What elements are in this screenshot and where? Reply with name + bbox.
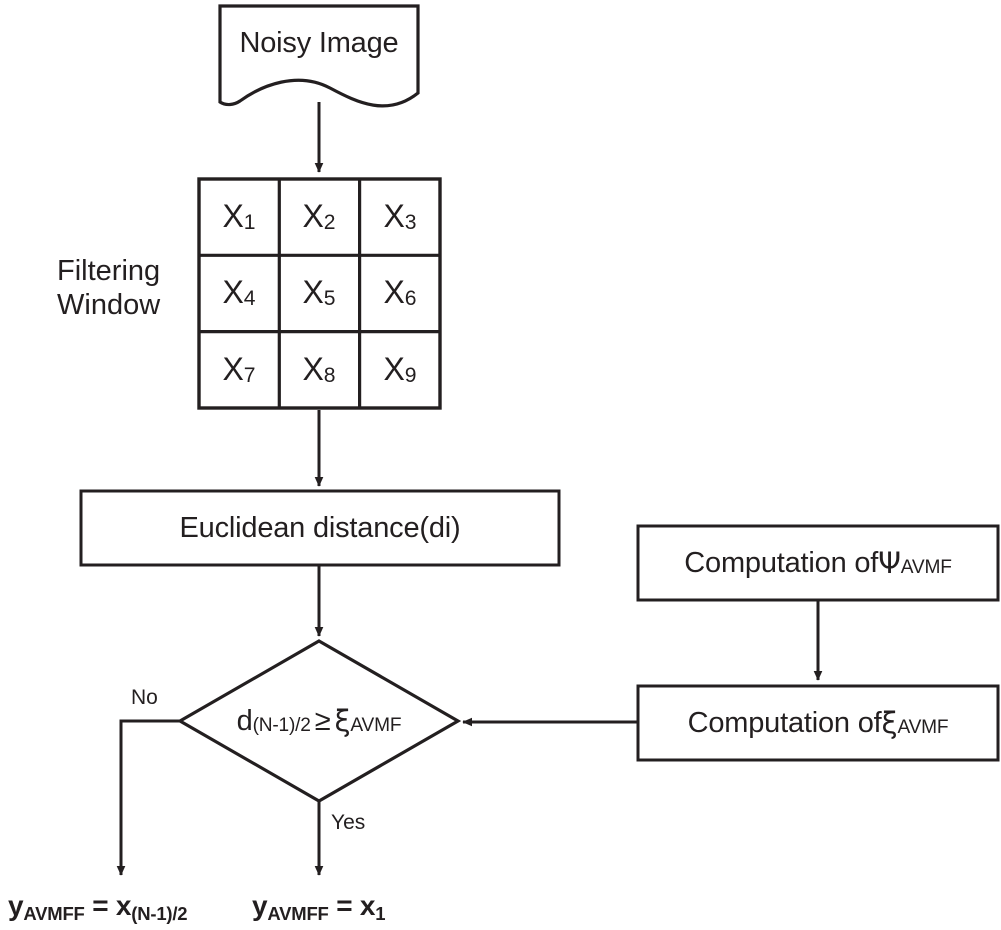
grid-cell-x1-sub: 1 xyxy=(243,210,256,234)
decision-operator: ≥ xyxy=(314,704,331,737)
grid-cell-x2-base: X xyxy=(302,198,324,235)
decision-rhs-sub: AVMF xyxy=(350,715,402,737)
output-no-x-sub: (N-1)/2 xyxy=(131,902,188,924)
grid-cell-x6-base: X xyxy=(383,274,405,311)
output-no-expression: yAVMFF = x(N-1)/2 xyxy=(8,890,188,924)
edge-decision-no xyxy=(116,719,180,876)
filtering-window-side-label: Filtering Window xyxy=(57,254,197,322)
xi-symbol: ξ xyxy=(881,705,898,740)
xi-symbol-sub: AVMF xyxy=(897,717,949,739)
grid-cell-x9-sub: 9 xyxy=(404,363,417,387)
grid-cell-x5-base: X xyxy=(302,274,324,311)
grid-cell-x3-base: X xyxy=(383,198,405,235)
filtering-window-label-line2: Window xyxy=(57,289,161,322)
output-yes-x-sub: 1 xyxy=(375,902,386,924)
grid-cell-x7-base: X xyxy=(222,351,244,388)
output-yes-equals: = xyxy=(328,890,360,921)
grid-cell-x8-sub: 8 xyxy=(323,363,336,387)
filtering-window-label-line1: Filtering xyxy=(57,255,161,287)
psi-symbol: Ψ xyxy=(878,545,901,580)
grid-cell-x6-sub: 6 xyxy=(404,286,417,310)
output-no-x-base: x xyxy=(115,890,132,921)
branch-label-yes: Yes xyxy=(331,811,366,834)
grid-cell-x3-sub: 3 xyxy=(404,210,417,234)
output-no-equals: = xyxy=(84,890,116,921)
computation-psi-prefix: Computation of xyxy=(684,546,879,579)
grid-cell-x5-sub: 5 xyxy=(323,286,336,310)
output-yes-x-base: x xyxy=(359,890,376,921)
grid-cell-x8-base: X xyxy=(302,351,324,388)
output-yes-expression: yAVMFF = x1 xyxy=(252,890,386,924)
grid-cell-x4-sub: 4 xyxy=(243,286,256,310)
branch-label-no: No xyxy=(131,686,158,709)
euclidean-distance-label: Euclidean distance(di) xyxy=(179,511,461,544)
output-yes-y-sub: AVMFF xyxy=(267,902,329,924)
grid-cell-x2-sub: 2 xyxy=(323,210,336,234)
grid-cell-x7-sub: 7 xyxy=(243,363,256,387)
output-yes-y-base: y xyxy=(252,890,268,921)
output-no-y-base: y xyxy=(8,890,24,921)
decision-rhs-symbol: ξ xyxy=(334,703,351,738)
noisy-image-label: Noisy Image xyxy=(239,26,399,59)
grid-cell-x4-base: X xyxy=(222,274,244,311)
psi-symbol-sub: AVMF xyxy=(900,557,952,579)
grid-cell-x9-base: X xyxy=(383,351,405,388)
grid-cell-x1-base: X xyxy=(222,198,244,235)
decision-lhs-base: d xyxy=(236,704,253,737)
computation-xi-prefix: Computation of xyxy=(687,706,882,739)
decision-lhs-sub: (N-1)/2 xyxy=(252,715,311,737)
output-no-y-sub: AVMFF xyxy=(23,902,85,924)
